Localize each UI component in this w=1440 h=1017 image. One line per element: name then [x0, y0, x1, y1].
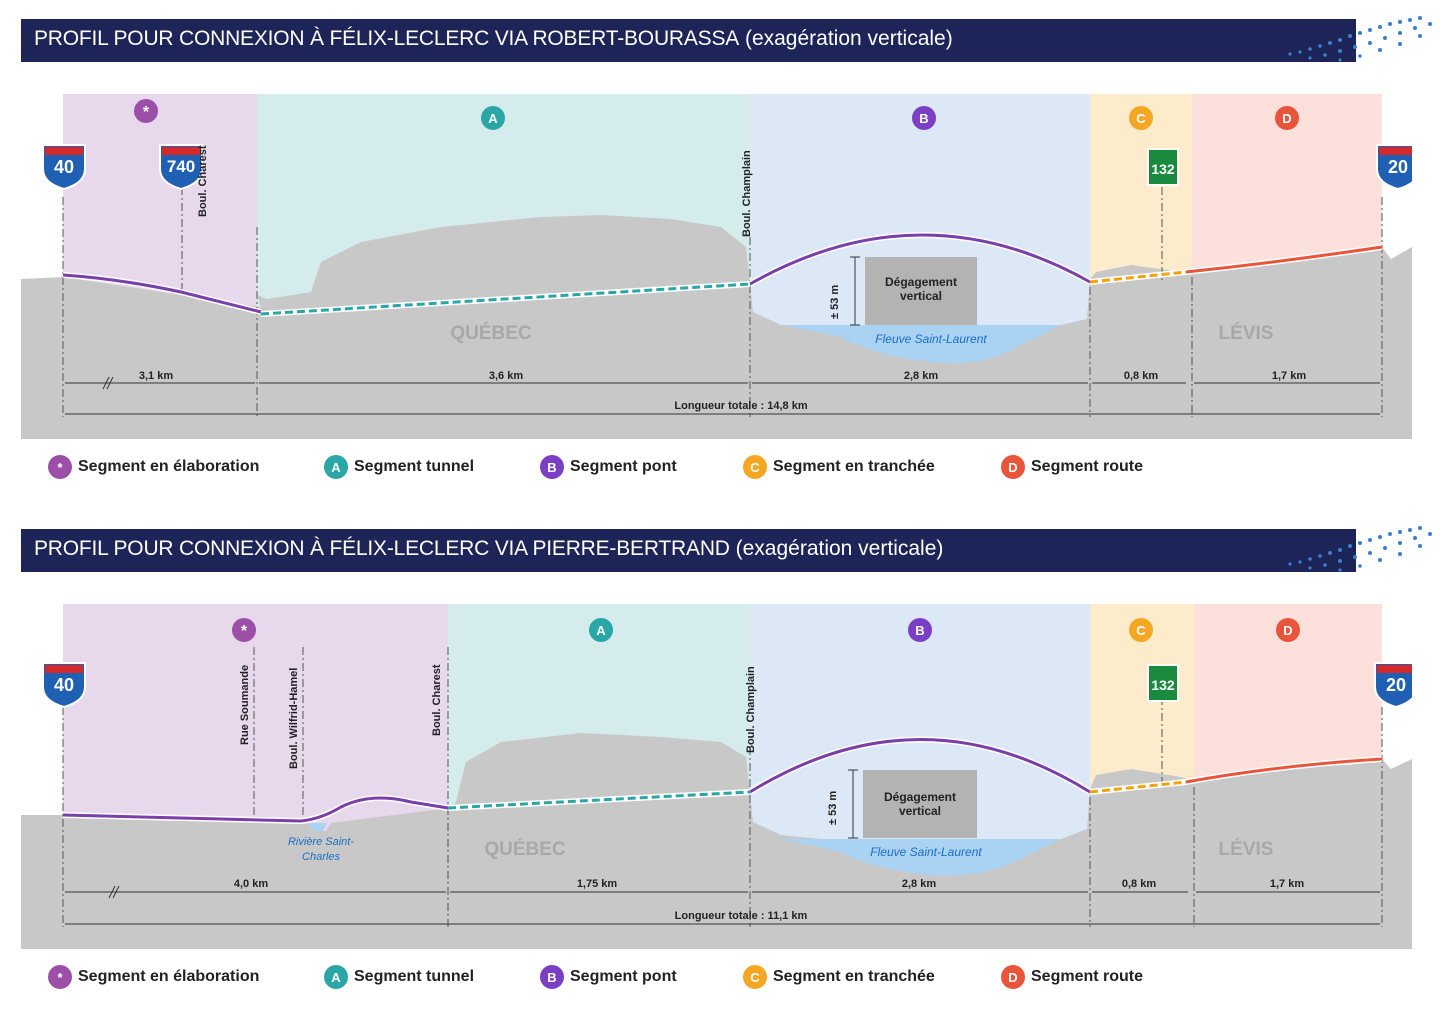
distance-1: 3,1 km [138, 370, 174, 382]
legend-2: * Segment en élaboration A Segment tunne… [48, 965, 1248, 995]
svg-text:*: * [143, 104, 150, 121]
decor-dots-1 [1288, 16, 1432, 62]
distance-2: 3,6 km [488, 370, 524, 382]
shield-740-label: 740 [166, 157, 196, 176]
distance-4: 0,8 km [1123, 370, 1159, 382]
tranchee-icon: C [743, 965, 767, 989]
tunnel-icon: A [324, 965, 348, 989]
route-icon: D [1001, 455, 1025, 479]
svg-text:A: A [488, 111, 498, 126]
marker-tranchee [1129, 106, 1153, 130]
legend-item-pont: B Segment pont [540, 455, 677, 479]
street-champlain: Boul. Champlain [741, 150, 753, 237]
tranchee-icon: C [743, 455, 767, 479]
profile1-title: PROFIL POUR CONNEXION À FÉLIX-LECLERC VI… [34, 27, 953, 51]
clearance-box-1 [865, 257, 977, 325]
profile1-title-sub: (exagération verticale) [744, 27, 953, 50]
shield-132-label: 132 [1151, 161, 1175, 177]
highway-40-icon-2 [42, 662, 86, 709]
legend-item-tunnel-2: A Segment tunnel [324, 965, 474, 989]
river-label: Fleuve Saint-Laurent [875, 332, 987, 346]
river-2 [781, 839, 1061, 876]
legend-1: * Segment en élaboration A Segment tunne… [48, 455, 1248, 485]
street-charest-2: Boul. Charest [431, 664, 443, 736]
marker-elaboration [134, 99, 158, 123]
distance-1-2: 4,0 km [233, 878, 269, 890]
profile1-banner: PROFIL POUR CONNEXION À FÉLIX-LECLERC VI… [21, 19, 1356, 62]
highway-40-icon [42, 144, 86, 191]
elaboration-icon: * [48, 455, 72, 479]
total-length-2: Longueur totale : 11,1 km [674, 910, 808, 922]
route-132-icon-2 [1147, 664, 1179, 702]
profile2-title: PROFIL POUR CONNEXION À FÉLIX-LECLERC VI… [34, 537, 943, 561]
clearance-label: Dégagement vertical [884, 275, 958, 303]
total-length: Longueur totale : 14,8 km [674, 400, 808, 412]
svg-text:B: B [915, 623, 924, 638]
distance-4-2: 0,8 km [1121, 878, 1157, 890]
decor-dots-2 [1288, 526, 1432, 572]
profile2-title-main: PROFIL POUR CONNEXION À FÉLIX-LECLERC VI… [34, 537, 730, 560]
profile1-diagram: * A B C D [21, 94, 1412, 439]
tunnel-icon: A [324, 455, 348, 479]
small-river-label: Rivière Saint-Charles [287, 836, 355, 863]
svg-text:B: B [919, 111, 928, 126]
river-1 [781, 325, 1061, 364]
city-levis-2: LÉVIS [1218, 839, 1274, 860]
distance-5-2: 1,7 km [1269, 878, 1305, 890]
profile2-banner: PROFIL POUR CONNEXION À FÉLIX-LECLERC VI… [21, 529, 1356, 572]
street-charest: Boul. Charest [197, 145, 209, 217]
profile1-title-main: PROFIL POUR CONNEXION À FÉLIX-LECLERC VI… [34, 27, 740, 50]
svg-text:A: A [596, 623, 606, 638]
distance-2-2: 1,75 km [576, 878, 618, 890]
city-quebec-2: QUÉBEC [484, 839, 566, 860]
shield-40-label-2: 40 [53, 675, 75, 695]
distance-3-2: 2,8 km [901, 878, 937, 890]
legend-item-route: D Segment route [1001, 455, 1143, 479]
route-132-icon [1147, 148, 1179, 186]
pont-icon: B [540, 965, 564, 989]
svg-text:*: * [241, 623, 248, 640]
pont-icon: B [540, 455, 564, 479]
legend-item-elaboration: * Segment en élaboration [48, 455, 259, 479]
river-label-2: Fleuve Saint-Laurent [870, 845, 982, 859]
ground-2 [21, 733, 1412, 949]
svg-text:C: C [1136, 111, 1146, 126]
svg-text:D: D [1282, 111, 1291, 126]
highway-740-icon [159, 144, 203, 191]
marker-route [1275, 106, 1299, 130]
distance-5: 1,7 km [1271, 370, 1307, 382]
legend-item-route-2: D Segment route [1001, 965, 1143, 989]
street-champlain-2: Boul. Champlain [745, 666, 757, 753]
legend-item-tunnel: A Segment tunnel [324, 455, 474, 479]
marker-tunnel [481, 106, 505, 130]
svg-text:D: D [1283, 623, 1292, 638]
shield-40-label: 40 [53, 157, 75, 177]
legend-item-tranchee: C Segment en tranchée [743, 455, 935, 479]
clearance-height: ± 53 m [829, 284, 841, 319]
highway-20-icon [1376, 144, 1412, 191]
shield-132-label-2: 132 [1151, 677, 1175, 693]
legend-item-tranchee-2: C Segment en tranchée [743, 965, 935, 989]
profile2-title-sub: (exagération verticale) [735, 537, 944, 560]
distance-3: 2,8 km [903, 370, 939, 382]
city-quebec: QUÉBEC [450, 323, 532, 344]
highway-20-icon-2 [1374, 662, 1412, 709]
route-icon: D [1001, 965, 1025, 989]
marker-pont [912, 106, 936, 130]
elaboration-icon: * [48, 965, 72, 989]
legend-item-pont-2: B Segment pont [540, 965, 677, 989]
river-saint-charles [309, 823, 327, 831]
street-wilfrid-hamel: Boul. Wilfrid-Hamel [288, 667, 300, 769]
shield-20-label-2: 20 [1385, 675, 1407, 695]
city-levis: LÉVIS [1218, 323, 1274, 344]
profile2-diagram: * A B C D [21, 604, 1412, 949]
clearance-label-2: Dégagement vertical [883, 790, 957, 818]
clearance-box-2 [863, 770, 977, 838]
clearance-height-2: ± 53 m [827, 790, 839, 825]
svg-text:C: C [1136, 623, 1146, 638]
shield-20-label: 20 [1387, 157, 1409, 177]
street-soumande: Rue Soumande [239, 664, 251, 745]
legend-item-elaboration-2: * Segment en élaboration [48, 965, 259, 989]
